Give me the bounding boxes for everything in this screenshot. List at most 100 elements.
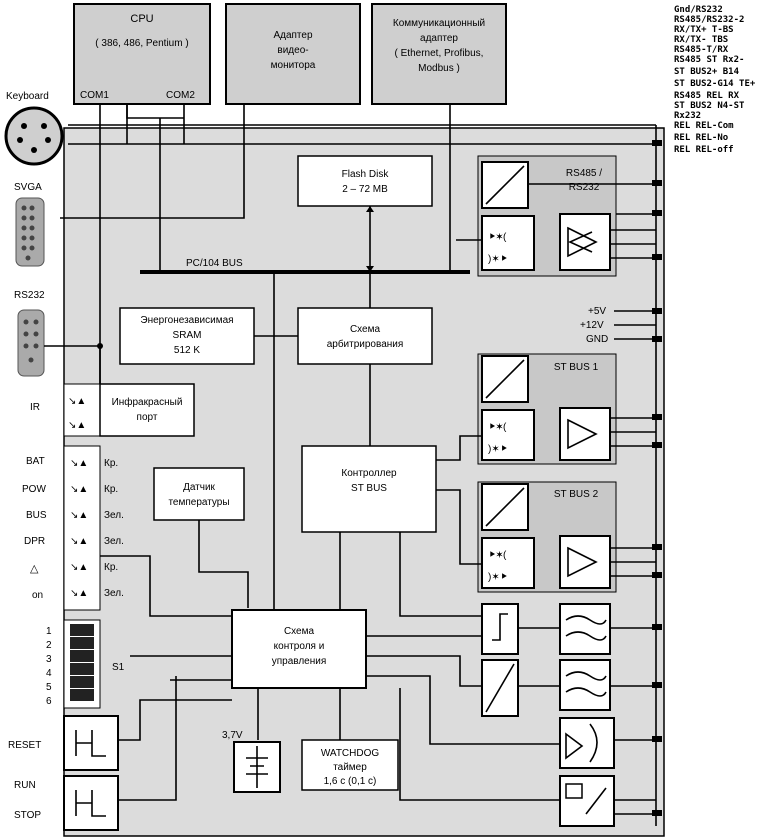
run-stop-block: RUN STOP [14, 775, 119, 831]
stop-label: STOP [14, 810, 41, 821]
rs485-line-1: RS485 / [566, 168, 602, 179]
control-line-3: управления [272, 656, 327, 667]
com1-label: COM1 [80, 90, 109, 101]
ir-label: IR [30, 402, 40, 413]
reset-button-block: RESET [8, 715, 119, 771]
led-bat-label: BAT [26, 456, 45, 467]
battery-block: 3,7V [222, 730, 281, 793]
comm-line-1: Коммуникационный [393, 18, 485, 29]
pin-label: REL REL-No [674, 133, 728, 143]
flash-disk-block: Flash Disk 2 – 72 MB [297, 155, 433, 207]
led-row: on ↘▲ Зел. [32, 588, 124, 601]
switch-6: 6 [46, 696, 52, 707]
svg-text:↘▲: ↘▲ [68, 396, 86, 407]
comm-line-3: ( Ethernet, Profibus, [395, 48, 484, 59]
svga-connector: SVGA [14, 182, 45, 267]
rs232-connector: RS232 [14, 290, 45, 377]
pc104-bus-label: PC/104 BUS [186, 258, 243, 269]
keyboard-connector: Keyboard [4, 91, 64, 166]
comm-line-4: Modbus ) [418, 63, 460, 74]
battery-label: 3,7V [222, 730, 243, 741]
switch-5: 5 [46, 682, 52, 693]
flash-line-2: 2 – 72 MB [342, 184, 388, 195]
led-bus-color: Зел. [104, 510, 124, 521]
led-row: BUS ↘▲ Зел. [26, 510, 124, 521]
switch-3: 3 [46, 654, 52, 665]
led-bus-label: BUS [26, 510, 47, 521]
pin-label: RX/TX+ T-BS [674, 25, 734, 35]
filter-2 [559, 659, 611, 711]
com2-label: COM2 [166, 90, 195, 101]
control-line-1: Схема [284, 626, 315, 637]
relay [559, 775, 615, 827]
cpu-subtitle: ( 386, 486, Pentium ) [95, 38, 188, 49]
sram-line-2: SRAM [173, 330, 202, 341]
pin-label: ST BUS2+ B14 [674, 67, 740, 77]
stbus2-module: ST BUS 2 ⯈✶( )✶⯈ [477, 481, 617, 593]
rs485-line-2: RS232 [569, 182, 600, 193]
pin-label: RS485-T/RX [674, 45, 729, 55]
filter-1 [559, 603, 611, 655]
led-panel: BAT ↘▲ Кр. POW ↘▲ Кр. BUS ↘▲ Зел. DPR ↘▲… [22, 445, 124, 611]
led-row: POW ↘▲ Кр. [22, 484, 118, 495]
led-row: △ ↘▲ Кр. [30, 562, 118, 575]
svg-text:↘▲: ↘▲ [70, 510, 88, 521]
led-on-label: on [32, 590, 43, 601]
temp-line-1: Датчик [183, 482, 215, 493]
rs485-module: RS485 / RS232 ⯈✶( )✶⯈ [477, 155, 617, 277]
power-12v: +12V [580, 320, 604, 331]
reset-label: RESET [8, 740, 41, 751]
video-line-1: Адаптер [273, 30, 313, 41]
svg-text:⯈✶(: ⯈✶( [488, 232, 507, 243]
ir-line-2: порт [137, 412, 158, 423]
led-pow-label: POW [22, 484, 46, 495]
pin-label: ST BUS2 N4-ST [674, 101, 745, 111]
pin-label: ST BUS2-G14 TE+ [674, 79, 756, 89]
switch-1: 1 [46, 626, 52, 637]
cpu-title: CPU [130, 13, 153, 25]
temp-line-2: температуры [168, 497, 229, 508]
stbus1-label: ST BUS 1 [554, 362, 599, 373]
watchdog-line-3: 1,6 с (0,1 с) [324, 776, 377, 787]
svg-text:↘▲: ↘▲ [70, 588, 88, 599]
run-label: RUN [14, 780, 36, 791]
led-row: DPR ↘▲ Зел. [24, 536, 124, 547]
right-pin-stubs [652, 125, 662, 826]
pin-label: Gnd/RS232 [674, 5, 723, 15]
stbus1-module: ST BUS 1 ⯈✶( )✶⯈ [477, 353, 617, 465]
pin-label: RS485/RS232-2 [674, 15, 744, 25]
led-bat-color: Кр. [104, 458, 118, 469]
rs232-label: RS232 [14, 290, 45, 301]
arb-line-1: Схема [350, 324, 381, 335]
svg-text:)✶⯈: )✶⯈ [488, 444, 508, 455]
svg-text:)✶⯈: )✶⯈ [488, 572, 508, 583]
comm-adapter-block: Коммуникационный адаптер ( Ethernet, Pro… [371, 3, 507, 105]
pin-label: RS485 ST Rx2- [674, 55, 744, 65]
watchdog-line-2: таймер [333, 762, 367, 773]
ir-port: IR ↘▲ ↘▲ Инфракрасный порт [30, 383, 195, 437]
stbus-controller-block: Контроллер ST BUS [301, 445, 437, 533]
led-warning-color: Кр. [104, 562, 118, 573]
pin-label-column: Gnd/RS232 RS485/RS232-2 RX/TX+ T-BS RX/T… [674, 5, 756, 155]
svg-text:↘▲: ↘▲ [70, 536, 88, 547]
power-gnd: GND [586, 334, 608, 345]
power-5v: +5V [588, 306, 606, 317]
sram-block: Энергонезависимая SRAM 512 K [119, 307, 255, 365]
led-dpr-color: Зел. [104, 536, 124, 547]
pin-label: REL REL-off [674, 145, 734, 155]
s1-label: S1 [112, 662, 125, 673]
svg-text:↘▲: ↘▲ [70, 562, 88, 573]
schmitt-trigger [481, 603, 519, 655]
flash-line-1: Flash Disk [342, 169, 390, 180]
switch-2: 2 [46, 640, 52, 651]
svg-text:⯈✶(: ⯈✶( [488, 422, 507, 433]
switch-4: 4 [46, 668, 52, 679]
arb-line-2: арбитрирования [327, 338, 404, 350]
video-adapter-block: Адаптер видео- монитора [225, 3, 361, 105]
svg-text:↘▲: ↘▲ [70, 458, 88, 469]
pin-label: Rx232 [674, 111, 701, 121]
cpu-block: CPU ( 386, 486, Pentium ) COM1 COM2 [73, 3, 211, 105]
led-dpr-label: DPR [24, 536, 45, 547]
power-rails: +5V +12V GND [580, 306, 656, 345]
